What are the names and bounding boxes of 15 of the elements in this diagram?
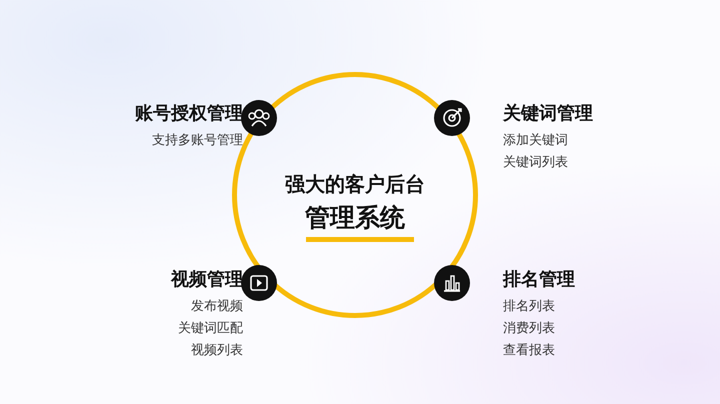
item-heading: 关键词管理 (503, 102, 594, 126)
item-text: 关键词匹配 (177, 320, 243, 338)
item-heading: 账号授权管理 (134, 102, 243, 126)
item-text: 查看报表 (503, 342, 556, 360)
item-heading: 排名管理 (503, 268, 576, 292)
item-text: 支持多账号管理 (151, 132, 243, 150)
center-subtitle: 强大的客户后台 (284, 171, 426, 198)
item-text: 视频列表 (190, 342, 243, 360)
item-text: 关键词列表 (503, 154, 569, 172)
item-text: 消费列表 (503, 320, 556, 338)
item-text: 发布视频 (190, 298, 243, 316)
item-heading: 视频管理 (170, 268, 243, 292)
item-text: 排名列表 (503, 298, 556, 316)
center-title: 管理系统 (304, 202, 406, 234)
item-text: 添加关键词 (503, 132, 569, 150)
